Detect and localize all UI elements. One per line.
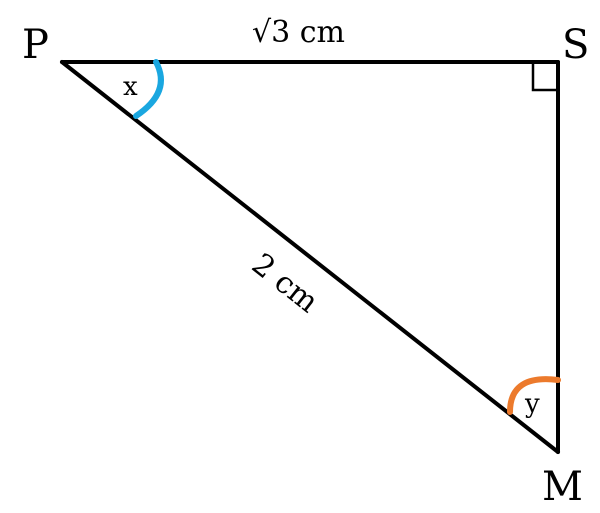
side-pm-hypotenuse	[60, 60, 560, 454]
angle-y-arc	[507, 376, 561, 415]
angle-y-label: y	[524, 389, 540, 419]
right-angle-marker	[531, 62, 558, 92]
vertex-s-label: S	[562, 22, 589, 68]
vertex-p-label: P	[22, 22, 49, 68]
side-ps-label: √3 cm	[252, 15, 345, 50]
angle-x-arc	[133, 59, 164, 119]
vertex-m-label: M	[542, 464, 583, 510]
angle-x-label: x	[123, 72, 138, 102]
